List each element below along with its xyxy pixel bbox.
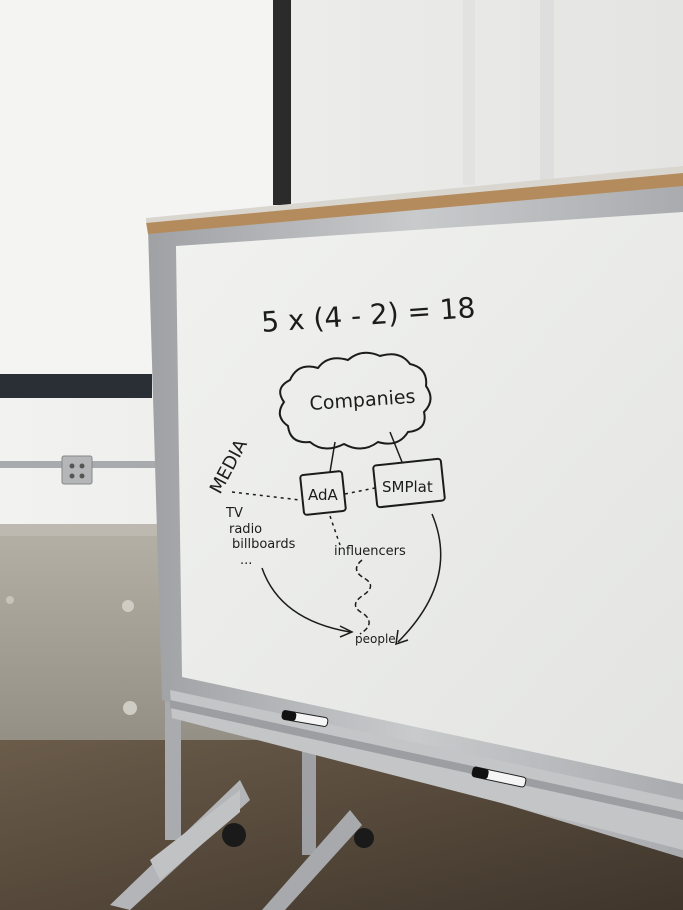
screen-bottom-bar bbox=[0, 374, 152, 398]
marker-tray-lip bbox=[170, 700, 683, 820]
media-item-radio: radio bbox=[229, 522, 262, 537]
wall-seam bbox=[540, 0, 554, 180]
influencers-label: influencers bbox=[334, 544, 406, 559]
stand-post-right bbox=[302, 735, 316, 855]
stand-foot-right bbox=[262, 810, 362, 910]
arrow-curve-left bbox=[261, 567, 351, 633]
media-item-ellipsis: ... bbox=[240, 553, 252, 568]
wood-trim bbox=[146, 172, 683, 234]
box-left bbox=[299, 470, 347, 516]
outlet-hole bbox=[69, 473, 75, 479]
whiteboard-surface bbox=[176, 212, 683, 784]
screen-side-bar bbox=[273, 0, 291, 205]
box-left-label: AdA bbox=[308, 486, 339, 504]
concrete-spot bbox=[122, 600, 134, 612]
electrical-outlet bbox=[61, 455, 93, 485]
connector-line bbox=[329, 441, 336, 473]
media-item-tv: TV bbox=[225, 506, 243, 521]
dotted-line bbox=[231, 491, 301, 501]
wood-trim-edge bbox=[146, 166, 683, 223]
dotted-line bbox=[344, 487, 376, 495]
arrow-head bbox=[395, 629, 409, 646]
wall-seam bbox=[463, 0, 475, 185]
arrow-head bbox=[339, 625, 354, 638]
box-right-label: SMPlat bbox=[382, 478, 433, 496]
box-right bbox=[372, 457, 446, 509]
dotted-line bbox=[329, 515, 341, 546]
concrete-spot bbox=[123, 701, 137, 715]
stand-brace bbox=[150, 790, 240, 880]
marker-left[interactable]: marker bbox=[0, 0, 329, 727]
marker-right[interactable]: marker bbox=[0, 0, 527, 788]
caster-wheel bbox=[222, 823, 246, 847]
media-item-billboards: billboards bbox=[232, 537, 296, 552]
connector-line bbox=[389, 431, 403, 463]
outlet-hole bbox=[69, 463, 75, 469]
companies-cloud bbox=[278, 351, 432, 450]
outlet-hole bbox=[79, 463, 85, 469]
caster-wheel bbox=[354, 828, 374, 848]
arrow-curve-right bbox=[397, 513, 442, 643]
outlet-hole bbox=[79, 473, 85, 479]
concrete-spot bbox=[6, 596, 14, 604]
stand-post-left bbox=[165, 690, 181, 840]
people-label: people bbox=[355, 632, 396, 646]
